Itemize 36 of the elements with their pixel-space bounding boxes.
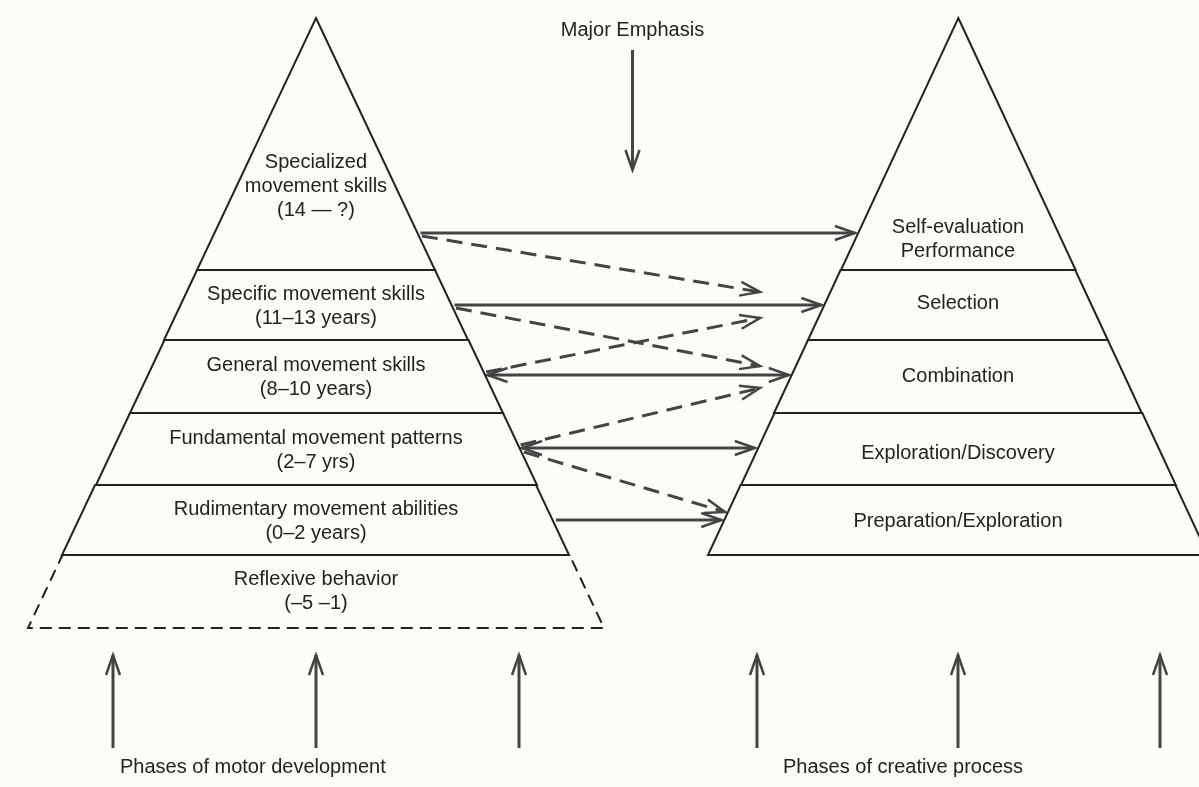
stage-label: Rudimentary movement abilities (0–2 years) bbox=[173, 496, 459, 544]
pyramid-band bbox=[62, 485, 570, 555]
pyramid-band bbox=[808, 270, 1108, 340]
pyramid-band bbox=[740, 413, 1176, 485]
pyramid-band bbox=[774, 340, 1142, 413]
heading-text: Major Emphasis bbox=[530, 12, 735, 46]
arrow bbox=[486, 366, 791, 384]
arrow bbox=[485, 313, 762, 374]
pyramid-band bbox=[163, 270, 468, 340]
stage-label: Combination bbox=[900, 363, 1016, 387]
arrow bbox=[523, 450, 727, 515]
stage-label: Selection bbox=[915, 290, 1001, 314]
stage-label: Self-evaluation Performance bbox=[890, 214, 1026, 262]
arrow bbox=[421, 234, 762, 297]
pyramid-band bbox=[95, 413, 537, 485]
stage-label: Specific movement skills (11–13 years) bbox=[206, 281, 426, 329]
arrow bbox=[556, 511, 723, 529]
stage-label: Fundamental movement patterns (2–7 yrs) bbox=[168, 425, 464, 473]
arrow bbox=[455, 306, 762, 371]
arrow bbox=[454, 296, 823, 314]
pyramid-band bbox=[197, 18, 435, 270]
arrow bbox=[520, 384, 762, 447]
stage-label: Specialized movement skills (14 — ?) bbox=[243, 149, 389, 221]
axis-caption: Phases of motor development bbox=[120, 755, 386, 778]
arrow bbox=[420, 224, 857, 242]
pyramid-band bbox=[129, 340, 503, 413]
pyramid-band bbox=[708, 485, 1199, 555]
pyramid-band bbox=[840, 18, 1076, 270]
pyramid-band bbox=[28, 555, 604, 628]
arrow bbox=[520, 439, 757, 457]
stage-label: Exploration/Discovery bbox=[860, 440, 1056, 464]
stage-label: Preparation/Exploration bbox=[852, 508, 1064, 532]
axis-caption: Phases of creative process bbox=[783, 755, 1024, 778]
stage-label: General movement skills (8–10 years) bbox=[205, 352, 427, 400]
arrow bbox=[624, 50, 641, 172]
stage-label: Reflexive behavior (–5 –1) bbox=[232, 566, 400, 614]
